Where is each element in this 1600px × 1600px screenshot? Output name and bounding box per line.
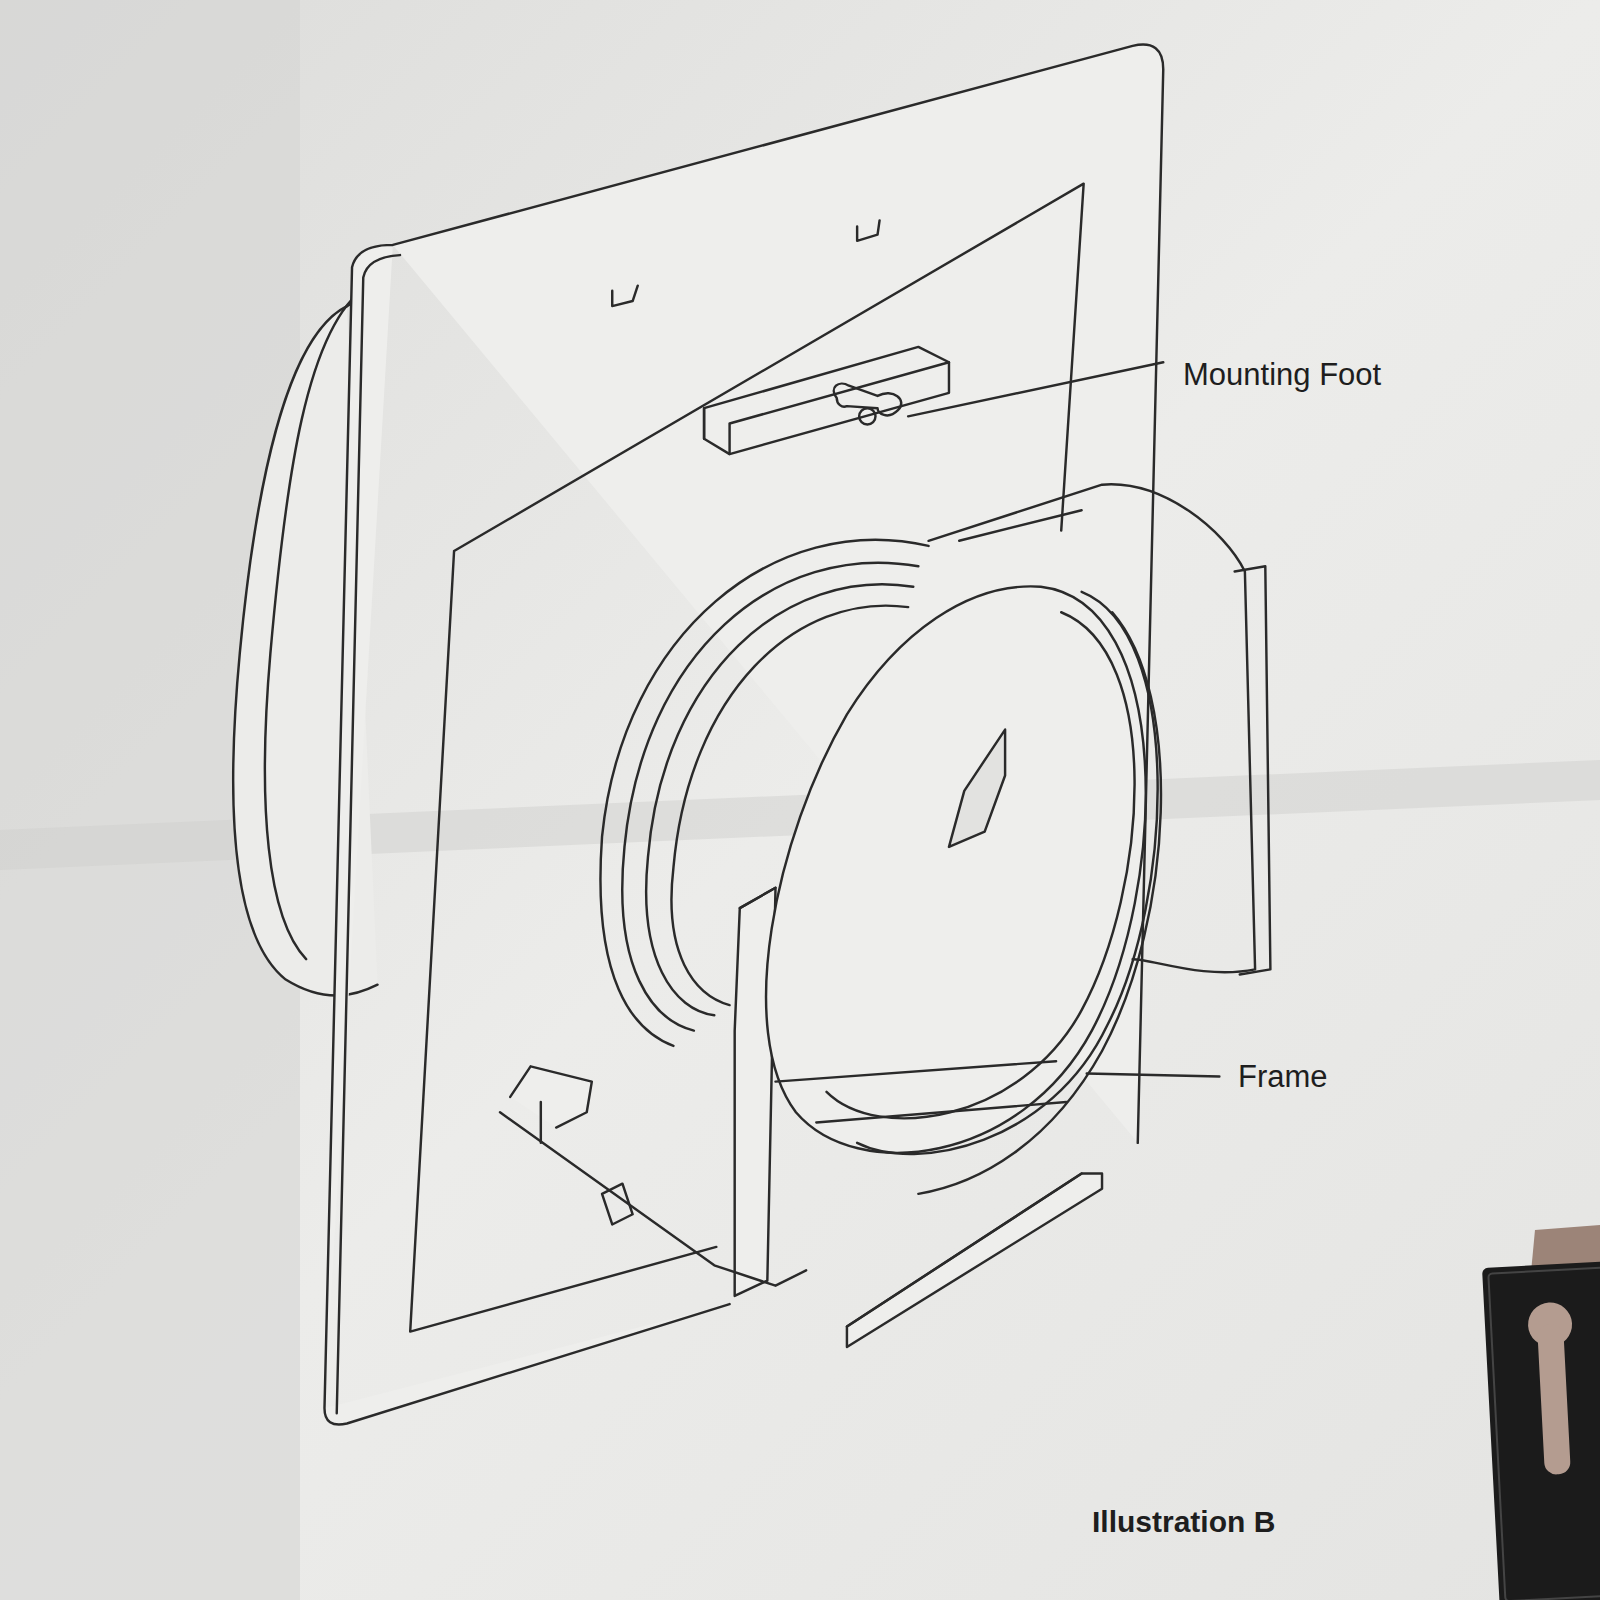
leader-line: [908, 362, 1163, 416]
speaker-drawing: [233, 45, 1270, 1425]
leader-line: [1087, 1073, 1220, 1076]
keyhole-plate: [1482, 1261, 1600, 1600]
part-label: Mounting Foot: [1183, 358, 1381, 392]
part-label: Frame: [1238, 1060, 1328, 1094]
figure-caption: Illustration B: [1092, 1505, 1275, 1538]
